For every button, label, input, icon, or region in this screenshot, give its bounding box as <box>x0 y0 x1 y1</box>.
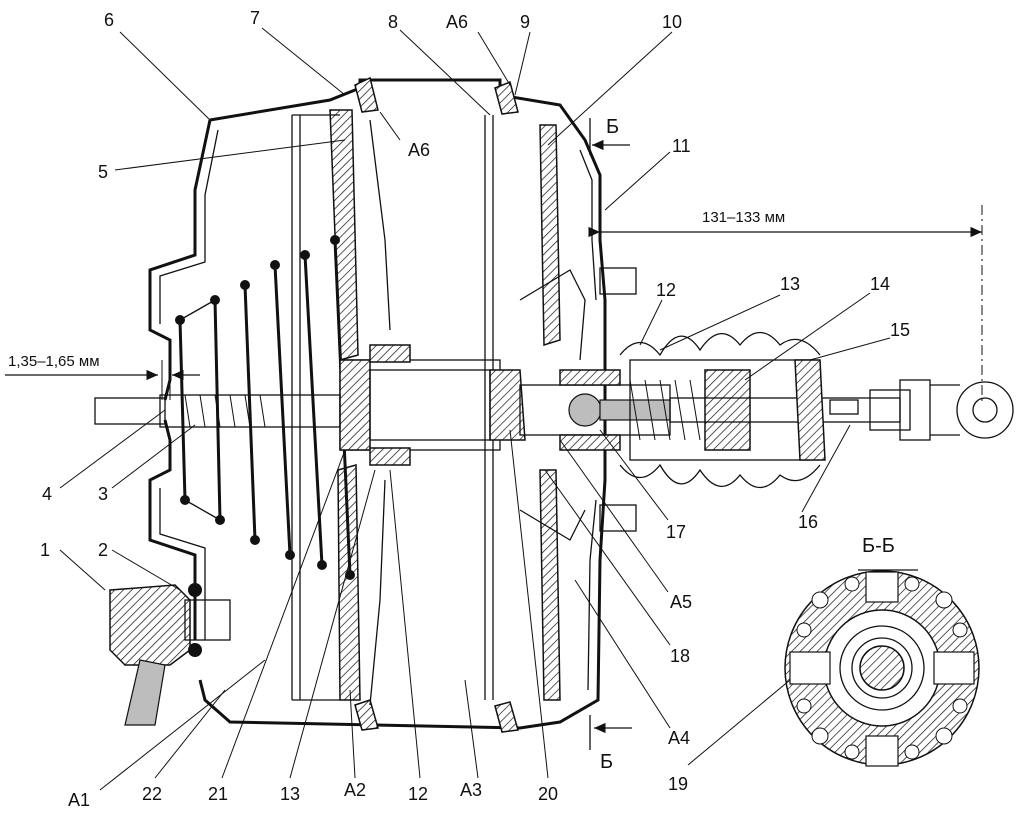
label-9: 9 <box>520 12 530 32</box>
label-12-bottom: 12 <box>408 784 428 804</box>
label-a1: A1 <box>68 790 90 810</box>
dim-rod-length-text: 131–133 мм <box>702 209 785 226</box>
label-4: 4 <box>42 484 52 504</box>
valve-body <box>519 359 811 461</box>
section-marks <box>589 118 632 750</box>
label-10: 10 <box>662 12 682 32</box>
label-a5: A5 <box>670 592 692 612</box>
label-20: 20 <box>538 784 558 804</box>
label-18: 18 <box>670 646 690 666</box>
label-1: 1 <box>40 540 50 560</box>
label-11: 11 <box>672 136 691 156</box>
label-3: 3 <box>98 484 108 504</box>
return-spring <box>175 235 355 580</box>
label-19: 19 <box>668 774 688 794</box>
label-b-top: Б <box>606 116 619 138</box>
label-22: 22 <box>142 784 162 804</box>
dimension-gap: 1,35–1,65 мм <box>5 353 200 400</box>
booster-housing <box>148 76 637 733</box>
label-a2: A2 <box>344 780 366 800</box>
label-17: 17 <box>666 522 686 542</box>
piston-hub <box>339 344 526 466</box>
label-13-top: 13 <box>780 274 800 294</box>
label-2: 2 <box>98 540 108 560</box>
dimension-rod-length: 131–133 мм <box>588 205 983 405</box>
label-7: 7 <box>250 8 260 28</box>
leader-lines <box>59 27 891 791</box>
pushrod-and-clevis <box>669 379 1014 441</box>
label-16: 16 <box>798 512 818 532</box>
label-a6-top: A6 <box>446 12 468 32</box>
label-21: 21 <box>208 784 228 804</box>
label-section-b-b: Б-Б <box>862 535 895 557</box>
diaphragm-front <box>291 109 391 706</box>
section-b-b <box>784 569 980 767</box>
master-cylinder-rod <box>94 394 341 428</box>
label-15: 15 <box>890 320 910 340</box>
label-a4: A4 <box>668 728 690 748</box>
check-valve <box>109 583 231 726</box>
callout-labels: 6 7 8 A6 9 10 A6 5 11 Б 12 13 14 15 4 3 … <box>40 8 910 810</box>
label-14: 14 <box>870 274 890 294</box>
label-5: 5 <box>98 162 108 182</box>
label-12-top: 12 <box>656 280 676 300</box>
dim-gap-text: 1,35–1,65 мм <box>8 353 100 370</box>
label-8: 8 <box>388 12 398 32</box>
label-13-bottom: 13 <box>280 784 300 804</box>
label-b-bottom: Б <box>600 751 613 773</box>
protective-boot <box>619 331 826 489</box>
label-6: 6 <box>104 10 114 30</box>
label-a6-mid: A6 <box>408 140 430 160</box>
label-a3: A3 <box>460 780 482 800</box>
